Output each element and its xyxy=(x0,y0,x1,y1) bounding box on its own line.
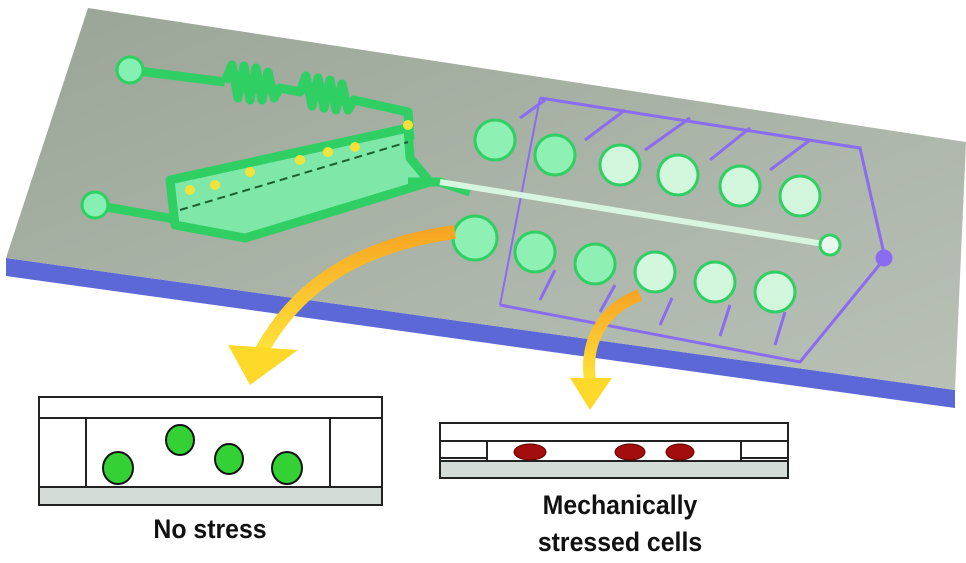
cell-unstressed xyxy=(214,443,244,475)
cell-stressed xyxy=(513,443,547,461)
cell-unstressed xyxy=(165,424,195,456)
cell-stressed xyxy=(665,443,695,461)
trap-dashes xyxy=(179,141,409,211)
cell-stressed xyxy=(614,443,646,461)
chip-side xyxy=(6,258,955,408)
stressed-label-line2: stressed cells xyxy=(537,527,703,557)
no-stress-cross-section xyxy=(38,396,383,506)
cell-unstressed xyxy=(271,451,303,485)
stressed-cross-section xyxy=(439,422,789,479)
cell-chambers xyxy=(451,118,822,314)
stressed-label-line1: Mechanically xyxy=(542,490,698,520)
fluidic-channels xyxy=(94,60,831,248)
no-stress-label: No stress xyxy=(153,514,267,544)
cell-unstressed xyxy=(102,451,134,485)
arrow-to-no-stress xyxy=(228,225,456,385)
yellow-beads xyxy=(185,120,413,195)
pneumatic-channels xyxy=(499,96,893,364)
arrow-to-stressed xyxy=(570,289,643,410)
inlet-ports xyxy=(80,55,842,257)
